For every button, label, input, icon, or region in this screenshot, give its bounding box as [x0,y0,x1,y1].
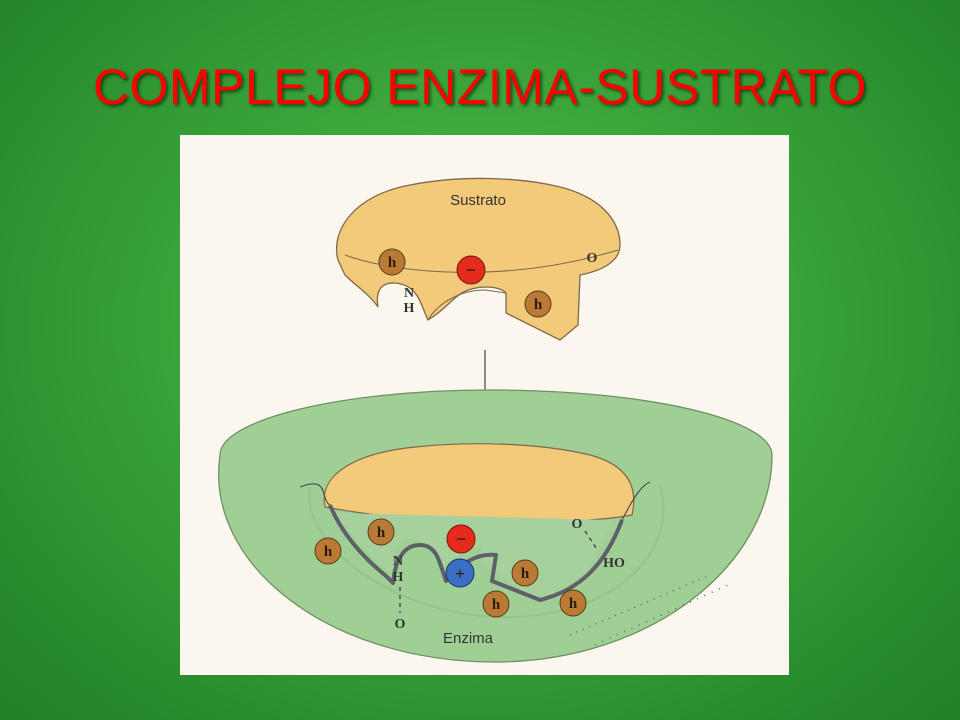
atom-o-label: O [587,251,598,266]
atom-h-label: H [393,570,404,585]
bound-substrate [323,443,635,523]
svg-text:+: + [455,564,465,583]
svg-text:h: h [569,596,578,612]
hydrophobic-badge: h [314,537,342,565]
atom-o-label: O [395,617,406,632]
svg-text:−: − [466,260,476,280]
hydrophobic-badge: h [524,290,552,318]
enzyme-label: Enzima [443,630,494,647]
atom-n-label: N [404,286,414,301]
substrate-pocket-edge [427,289,507,321]
enzyme-molecule: h h − + h h h [218,389,773,663]
enzyme-texture-dots [569,574,711,636]
atom-h-label: H [404,301,415,316]
negative-charge-badge: − [446,524,476,554]
substrate-molecule: Sustrato h − h N H O [336,177,621,341]
svg-text:h: h [324,544,333,560]
negative-charge-badge: − [456,255,486,285]
hydrophobic-badge: h [511,559,539,587]
substrate-label: Sustrato [450,192,506,209]
svg-text:h: h [521,566,530,582]
svg-text:−: − [456,529,466,549]
svg-text:h: h [534,297,543,313]
hydrophobic-badge: h [367,518,395,546]
bound-substrate-lower [335,513,610,600]
slide-title: COMPLEJO ENZIMA-SUSTRATO [92,59,868,115]
hydrogen-bond-dash [584,530,599,552]
positive-charge-badge: + [445,558,475,588]
atom-ho-label: HO [603,556,625,571]
active-site-groove [328,504,624,602]
svg-text:h: h [492,597,501,613]
hydrophobic-badge: h [482,590,510,618]
enzyme-substrate-figure: Sustrato h − h N H O [180,135,789,675]
atom-n-label: N [393,554,403,569]
hydrophobic-badge: h [559,589,587,617]
hydrophobic-badge: h [378,248,406,276]
svg-text:h: h [377,525,386,541]
atom-o-label: O [572,517,583,532]
svg-text:h: h [388,255,397,271]
